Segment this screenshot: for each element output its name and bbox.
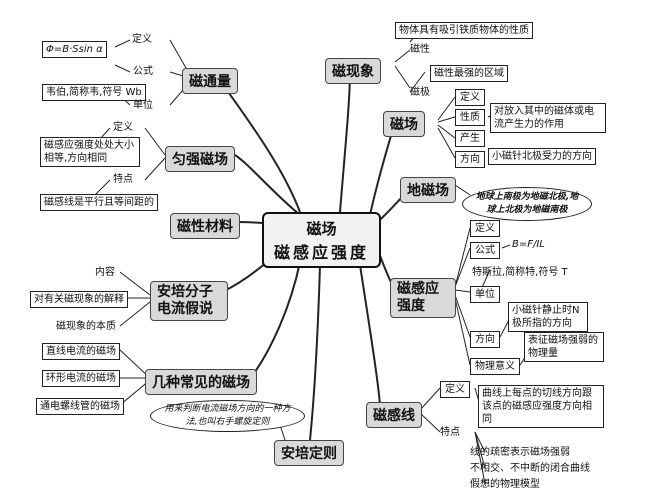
phenomenon-pole-text: 磁性最强的区域 (430, 65, 508, 82)
induction-unit-label: 单位 (470, 286, 500, 303)
phenomenon-magnetism-label: 磁性 (410, 44, 430, 55)
field-lines-definition-label: 定义 (440, 381, 470, 398)
field-lines-feature-label: 特点 (440, 427, 460, 438)
uniform-definition-text: 磁感应强度处处大小相等,方向相同 (40, 137, 140, 167)
field-lines-feature: 不相交、不中断的闭合曲线 (470, 463, 590, 474)
induction-meaning-text: 表征磁场强弱的物理量 (524, 332, 604, 362)
flux-formula-label: 公式 (133, 66, 153, 77)
field-definition-label: 定义 (455, 89, 485, 106)
center-subtitle: 磁感应强度 (273, 243, 369, 262)
field-lines-feature: 假想的物理模型 (470, 479, 540, 490)
field-origin-label: 产生 (455, 130, 485, 147)
branch-flux: 磁通量 (182, 68, 238, 94)
hypothesis-item: 磁现象的本质 (56, 321, 116, 332)
flux-unit-label: 单位 (133, 100, 153, 111)
branch-common-fields: 几种常见的磁场 (145, 369, 257, 395)
hypothesis-item: 内容 (95, 267, 115, 278)
common-field-item: 环形电流的磁场 (42, 370, 120, 387)
branch-uniform-field: 匀强磁场 (165, 146, 235, 172)
induction-unit-text: 特斯拉,简称特,符号 T (472, 267, 568, 278)
branch-ampere-rule: 安培定则 (274, 440, 344, 466)
field-direction-text: 小磁针北极受力的方向 (488, 148, 596, 165)
phenomenon-magnetism-text: 物体具有吸引铁质物体的性质 (395, 22, 533, 39)
hypothesis-item: 对有关磁现象的解释 (30, 291, 128, 308)
uniform-feature-label: 特点 (113, 174, 133, 185)
induction-definition-label: 定义 (470, 220, 500, 237)
branch-phenomenon: 磁现象 (325, 58, 381, 84)
flux-definition-label: 定义 (132, 34, 152, 45)
field-property-text: 对放入其中的磁体或电流产生力的作用 (490, 103, 606, 133)
field-direction-label: 方向 (455, 151, 485, 168)
field-lines-feature: 线的疏密表示磁场强弱 (470, 447, 570, 458)
flux-unit: 韦伯,简称韦,符号 Wb (42, 84, 146, 101)
common-field-item: 直线电流的磁场 (42, 343, 120, 360)
field-lines-definition-text: 曲线上每点的切线方向跟该点的磁感应强度方向相同 (478, 385, 604, 428)
common-field-item: 通电螺线管的磁场 (36, 398, 124, 415)
induction-formula-label: 公式 (470, 242, 500, 259)
induction-direction-text: 小磁针静止时N极所指的方向 (508, 302, 588, 332)
flux-formula: Φ=B·Ssin α (42, 41, 107, 58)
uniform-definition-label: 定义 (113, 122, 133, 133)
earth-field-note: 地球上南极为地磁北极,地球上北极为地磁南极 (462, 187, 592, 221)
center-title: 磁场 (306, 220, 337, 238)
phenomenon-pole-label: 磁极 (410, 87, 430, 98)
branch-earth-field: 地磁场 (400, 177, 456, 203)
branch-magnetic-material: 磁性材料 (170, 213, 240, 239)
center-topic: 磁场 磁感应强度 (262, 212, 381, 268)
branch-field-lines: 磁感线 (366, 402, 422, 428)
branch-ampere-hypothesis: 安培分子电流假说 (150, 281, 228, 321)
induction-direction-label: 方向 (470, 331, 500, 348)
branch-induction: 磁感应强度 (390, 278, 456, 318)
uniform-feature-text: 磁感线是平行且等间距的 (40, 194, 158, 211)
field-property-label: 性质 (455, 109, 485, 126)
induction-meaning-label: 物理意义 (470, 358, 520, 375)
ampere-rule-note: 用来判断电流磁场方向的一种方法,也叫右手螺旋定则 (150, 400, 305, 432)
branch-field: 磁场 (383, 111, 425, 137)
induction-formula: B=F/IL (512, 239, 545, 250)
